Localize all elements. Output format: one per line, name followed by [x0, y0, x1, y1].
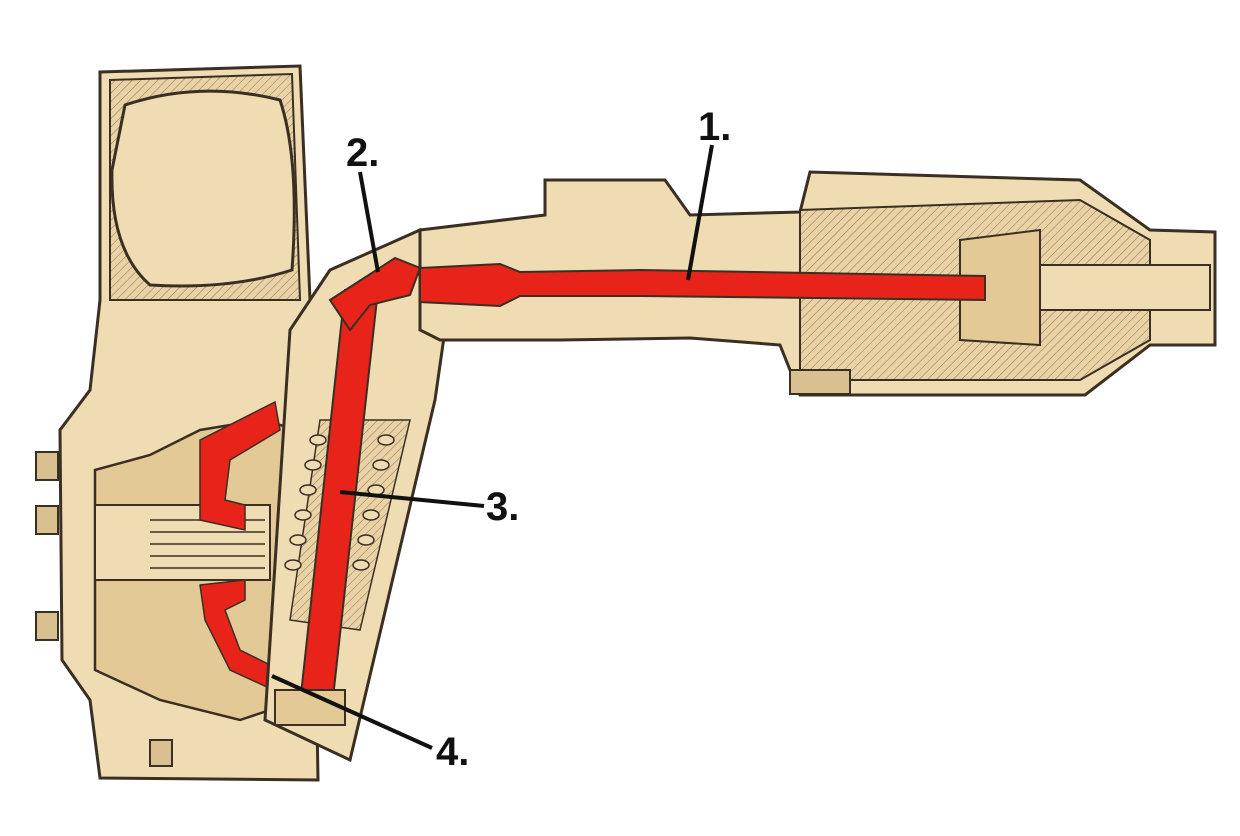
hub-bolt: [35, 505, 59, 535]
callout-label-1: 1.: [698, 105, 731, 149]
upper-bevel-gear: [328, 256, 422, 332]
tyre-inner-tube: [110, 89, 296, 288]
callout-label-3: 3.: [486, 485, 519, 529]
leader-line-2: [358, 171, 380, 273]
callout-3: 3.: [339, 485, 519, 529]
hub-bolt: [35, 611, 59, 641]
callout-label-2: 2.: [346, 131, 379, 175]
hub-reduction-gear: [199, 400, 281, 531]
horizontal-half-shaft: [419, 262, 986, 308]
wheel-assembly: [35, 64, 320, 782]
differential-gears: [959, 228, 1041, 347]
hub-bolts: [35, 451, 173, 767]
leader-line-4: [271, 674, 433, 750]
callout-label-4: 4.: [436, 730, 469, 774]
output-shaft: [1039, 264, 1211, 311]
coil-spring-turns: [284, 434, 395, 571]
hub-bolt: [149, 739, 173, 767]
callout-1: 1.: [686, 105, 731, 281]
hub-bolt: [35, 451, 59, 481]
horizontal-axle-housing: [418, 170, 1217, 397]
housing-bolt: [789, 369, 851, 395]
leader-line-1: [686, 144, 714, 281]
lower-bearing: [274, 689, 346, 726]
callout-4: 4.: [271, 674, 469, 774]
leader-line-3: [339, 490, 485, 508]
callout-2: 2.: [346, 131, 380, 273]
